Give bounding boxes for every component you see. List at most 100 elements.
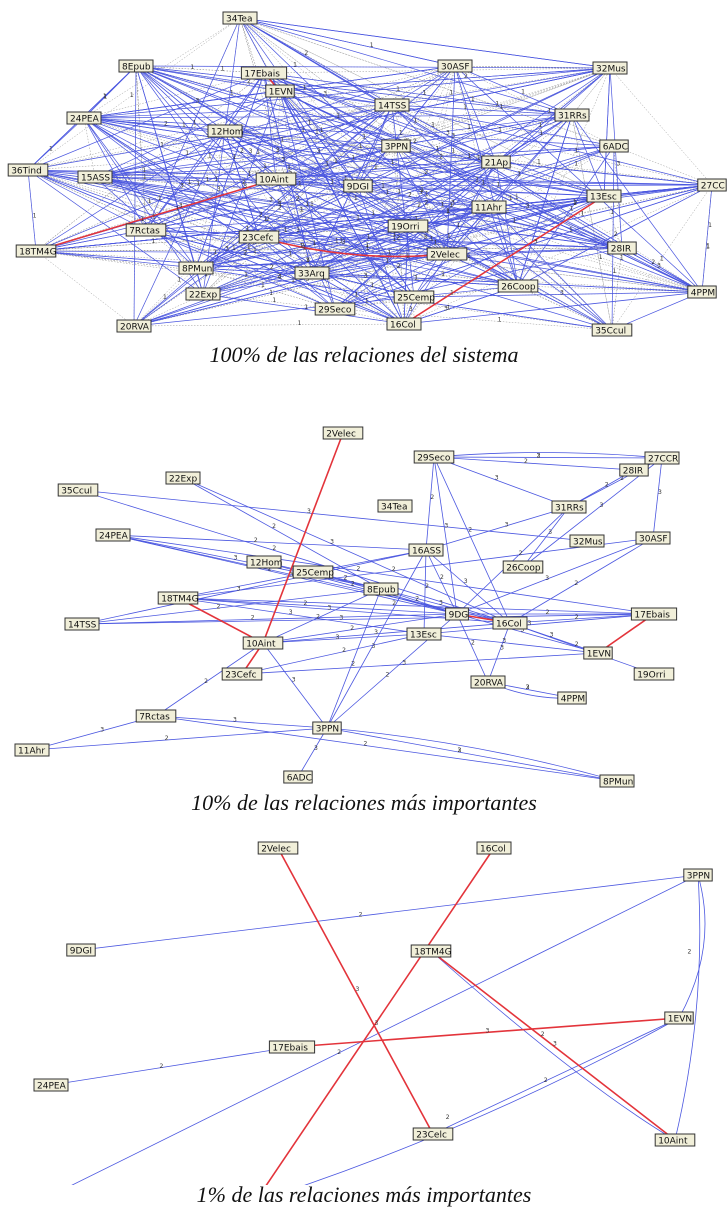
edge-weight-label: 1	[467, 124, 471, 131]
edge-minor	[488, 206, 613, 331]
node-12hom: 12Hom	[207, 124, 244, 138]
edge-minor	[407, 225, 703, 293]
edge-weight-label: 3	[243, 183, 247, 190]
edge-weight-label: 1	[386, 189, 390, 196]
node-label: 22Exp	[189, 291, 217, 301]
node-7rctas: 7Rctas	[135, 709, 177, 723]
node-10aint: 10Aint	[255, 172, 297, 186]
edge-weight-label: 3	[553, 1041, 557, 1048]
edge-weight-label: 1	[354, 195, 358, 202]
edge-weight-label: 3	[534, 239, 538, 246]
edge-minor	[239, 17, 497, 163]
edge-weight-label: 3	[486, 1028, 490, 1035]
edge-weight-label: 1	[365, 242, 369, 249]
edge-weight-label: 3	[560, 289, 564, 296]
edge-weight-label: 2	[217, 603, 221, 610]
edge-weight-label: 1	[246, 226, 250, 233]
edge-relation	[275, 178, 623, 249]
edge-relation	[456, 613, 599, 654]
node-25cemp: 25Cemp	[393, 290, 435, 304]
node-35ccul: 35Ccul	[57, 483, 99, 497]
node-28ir: 28IR	[619, 463, 649, 477]
edge-relation	[81, 549, 427, 625]
edge-minor	[395, 67, 611, 147]
edge-weight-label: 1	[371, 210, 375, 217]
edge-weight-label: 1	[279, 273, 283, 280]
edge-weight-label: 1	[33, 212, 37, 219]
edge-minor	[495, 161, 605, 197]
edge-weight-label: 1	[233, 154, 237, 161]
edge-weight-label: 1	[512, 217, 516, 224]
node-15ass: 15ASS	[77, 170, 113, 184]
edge-relation	[413, 291, 703, 298]
node-box	[157, 591, 199, 605]
node-label: 25Cemp	[397, 294, 435, 304]
node-box	[15, 244, 57, 258]
node-label: 18TM4G	[414, 948, 451, 958]
edge-weight-label: 1	[457, 222, 461, 229]
node-label: 3PPN	[316, 725, 339, 735]
edge-strongest	[262, 432, 344, 644]
edge-weight-label: 1	[463, 104, 467, 111]
edge-weight-label: 1	[232, 245, 236, 252]
node-box	[116, 319, 152, 333]
edge-relation	[456, 537, 654, 615]
edge-weight-label: 2	[266, 216, 270, 223]
node-box	[207, 124, 243, 138]
edge-relation	[357, 185, 519, 287]
edge-minor	[395, 145, 519, 287]
node-label: 24PEA	[99, 532, 129, 542]
edge-strongest	[177, 597, 264, 644]
node-label: 19Orri	[391, 223, 419, 233]
edge-weight-label: 3	[289, 609, 293, 616]
edge-minor	[395, 145, 519, 287]
edge-weight-label: 1	[291, 277, 295, 284]
edge-relation	[495, 161, 519, 287]
node-label: 35Ccul	[595, 327, 626, 337]
edge-relation	[454, 65, 703, 293]
node-box	[410, 944, 452, 958]
node-31rrs: 31RRs	[551, 500, 587, 514]
edge-relation	[454, 65, 573, 116]
edge-weight-label: 2	[458, 747, 462, 754]
edge-minor	[224, 130, 405, 325]
edge-weight-label: 3	[374, 629, 378, 636]
edge-weight-label: 3	[444, 306, 448, 313]
edge-weight-label: 1	[517, 171, 521, 178]
edge-weight-label: 2	[392, 566, 396, 573]
edge-weight-label: 3	[446, 130, 450, 137]
edge-relation	[155, 715, 328, 729]
edge-weight-label: 2	[651, 259, 655, 266]
node-label: 30ASF	[441, 63, 470, 73]
edge-relation	[403, 225, 409, 325]
edge-relation	[609, 67, 623, 249]
edge-weight-label: 1	[304, 304, 308, 311]
edge-relation	[83, 117, 415, 298]
edge-weight-label: 2	[537, 452, 541, 459]
edge-weight-label: 1	[441, 202, 445, 209]
edge-weight-label: 1	[613, 268, 617, 275]
node-box	[476, 841, 512, 855]
edge-relation	[83, 114, 573, 119]
edge-relation	[603, 67, 611, 197]
node-box	[381, 139, 411, 153]
edge-weight-label: 1	[334, 158, 338, 165]
edge-relation	[446, 253, 703, 293]
node-26coop: 26Coop	[502, 560, 544, 574]
edge-relation	[357, 185, 623, 249]
node-14tss: 14TSS	[64, 617, 100, 631]
node-32mus: 32Mus	[592, 61, 628, 75]
edge-weight-label: 1	[451, 147, 455, 154]
edge-relation	[488, 206, 519, 287]
edge-weight-label: 1	[196, 180, 200, 187]
edge-relation	[357, 185, 613, 331]
edge-relation	[195, 145, 397, 269]
edge-relation	[487, 622, 511, 683]
edge-relation	[94, 114, 573, 178]
node-box	[630, 607, 678, 621]
edge-relation	[425, 456, 435, 551]
node-label: 3PPN	[687, 872, 710, 882]
edge-relation	[263, 72, 713, 186]
node-3ppn: 3PPN	[683, 868, 713, 882]
node-36tind: 36Tind	[7, 163, 49, 177]
